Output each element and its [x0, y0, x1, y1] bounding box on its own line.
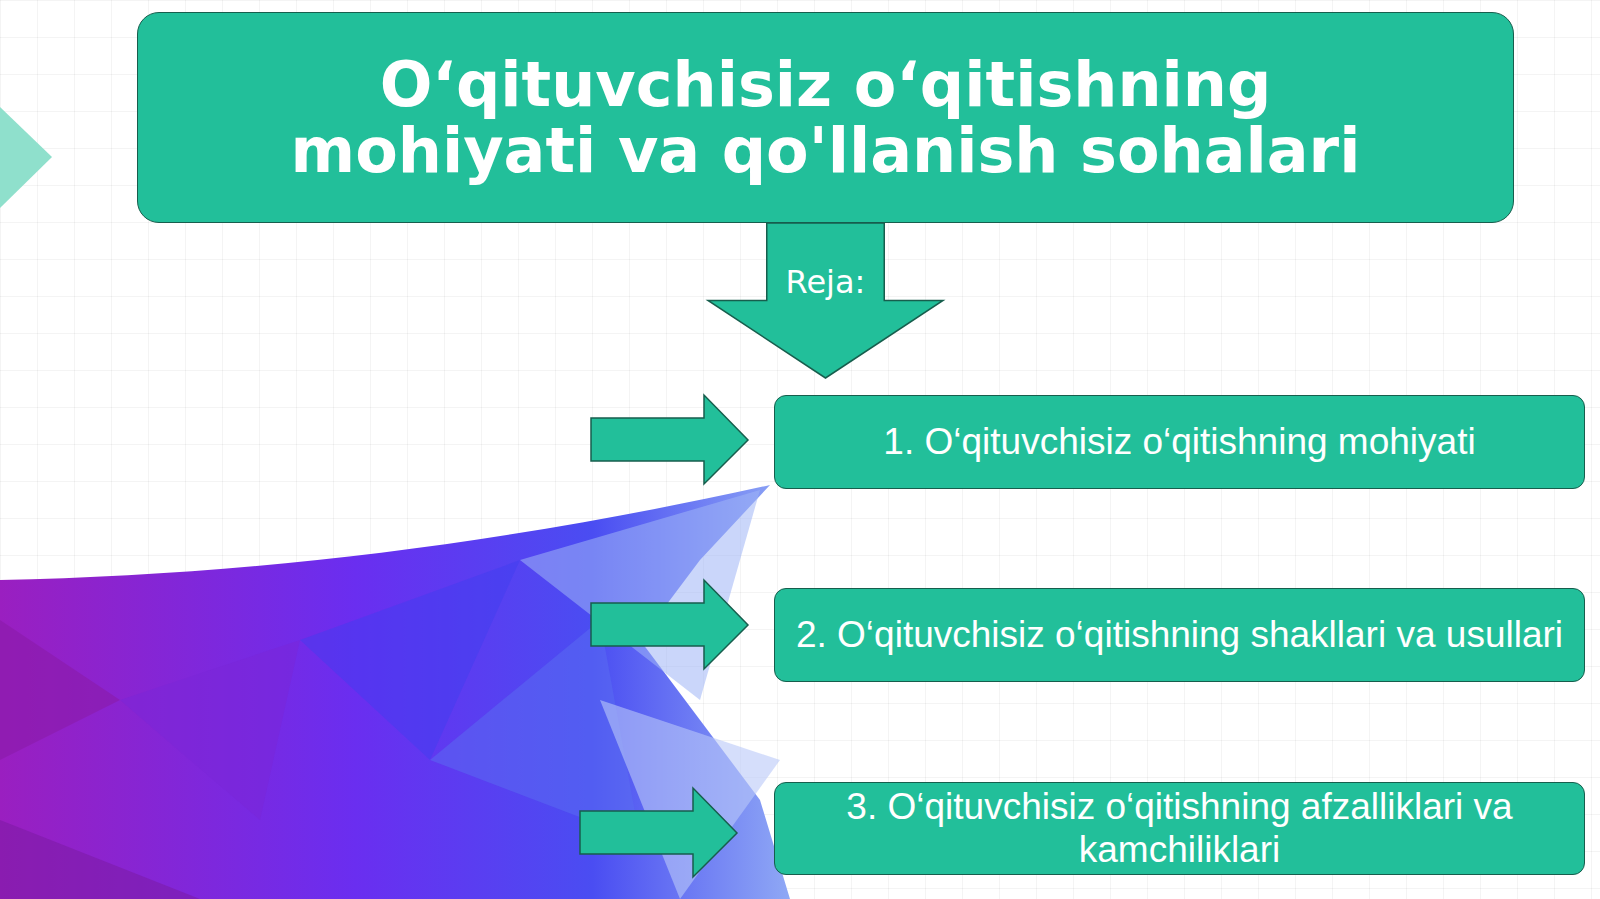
down-arrow-box: Reja: [708, 223, 943, 378]
plan-item-box: 3. O‘qituvchisiz o‘qitishning afzallikla… [774, 782, 1585, 875]
block-arrow [580, 788, 737, 877]
facet [600, 700, 780, 899]
facet [430, 620, 640, 840]
plan-label: Reja: [708, 263, 943, 301]
title-text: O‘qituvchisiz o‘qitishning mohiyati va q… [276, 52, 1376, 182]
plan-item-box: 1. O‘qituvchisiz o‘qitishning mohiyati [774, 395, 1585, 489]
corner-triangle [0, 107, 52, 208]
title-box: O‘qituvchisiz o‘qitishning mohiyati va q… [137, 12, 1514, 223]
facet [0, 620, 120, 760]
item-text: 2. O‘qituvchisiz o‘qitishning shakllari … [782, 614, 1577, 657]
block-arrow [591, 395, 748, 484]
facet [520, 490, 760, 700]
item-text: 1. O‘qituvchisiz o‘qitishning mohiyati [869, 421, 1489, 464]
block-arrow [591, 580, 748, 669]
facet [0, 820, 200, 899]
facet [120, 640, 300, 820]
poly-shape [0, 485, 790, 899]
arrow-shape [708, 223, 943, 378]
item-text: 3. O‘qituvchisiz o‘qitishning afzallikla… [775, 786, 1584, 871]
plan-item-box: 2. O‘qituvchisiz o‘qitishning shakllari … [774, 588, 1585, 682]
